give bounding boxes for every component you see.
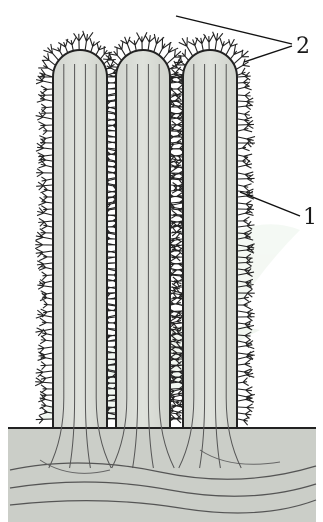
label-1: 1: [303, 205, 317, 230]
villi-group: [49, 50, 241, 468]
base-tissue: [8, 428, 316, 522]
label-2: 2: [296, 34, 310, 59]
villus-2: [116, 50, 170, 428]
villus-3: [183, 50, 237, 428]
villus-1: [53, 50, 107, 428]
